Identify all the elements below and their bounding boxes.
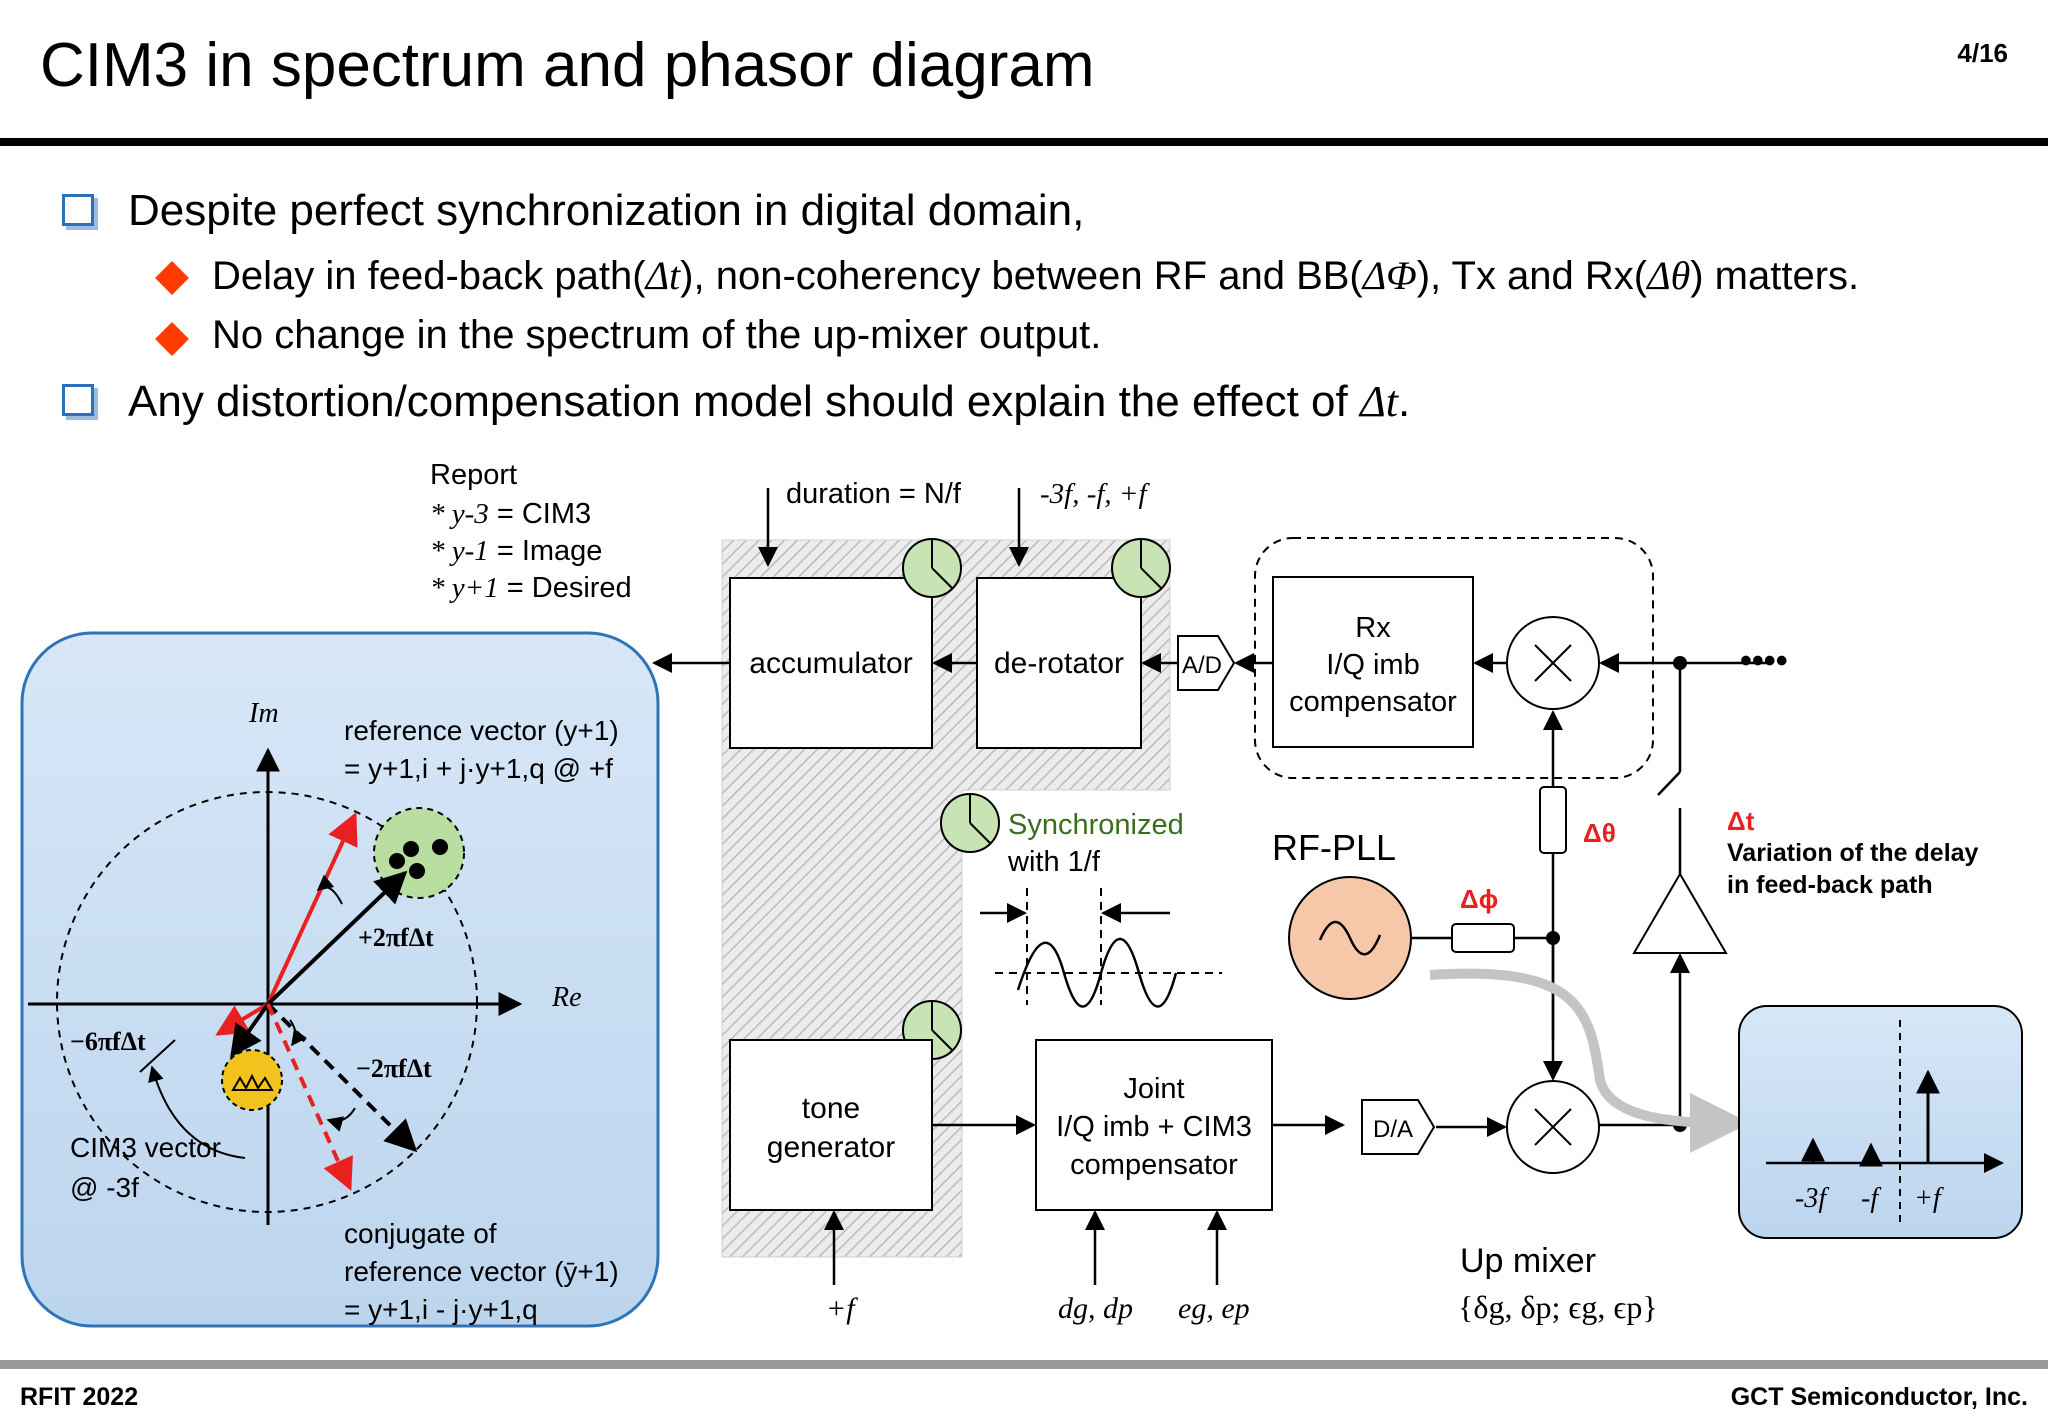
rx-label-2: I/Q imb — [1326, 649, 1419, 681]
re-label: Re — [551, 982, 582, 1013]
clock-icon — [902, 538, 962, 598]
conjugate-vector — [266, 1002, 418, 1153]
tone-generator-block — [729, 1039, 933, 1211]
joint-label: Joint — [1123, 1073, 1184, 1105]
conjugate-vector-label: reference vector (ȳ+1) — [344, 1256, 619, 1287]
im-label: Im — [248, 698, 279, 729]
upmixer-params: {δg, δp; ϵg, ϵp} — [1458, 1289, 1658, 1325]
cim3-cluster — [221, 1049, 283, 1111]
ad-converter — [1177, 635, 1236, 691]
angle-arc-neg — [326, 1107, 356, 1132]
svg-text:* y+1 = Desired: * y+1 = Desired — [430, 572, 632, 604]
header-divider — [0, 138, 2048, 146]
footer-company: GCT Semiconductor, Inc. — [1730, 1383, 2028, 1411]
spectrum-label-mf: -f — [1861, 1183, 1881, 1214]
conjugate-label: conjugate of — [344, 1218, 497, 1249]
bullet-1b: No change in the spectrum of the up-mixe… — [212, 313, 1102, 357]
eg-ep-label: eg, ep — [1178, 1292, 1250, 1325]
accumulator-label: accumulator — [749, 647, 912, 680]
angle-pos-label: +2πfΔt — [358, 923, 434, 952]
sync-waveform — [980, 888, 1222, 1008]
delay-element-theta — [1539, 786, 1567, 854]
square-bullet-icon — [62, 384, 94, 416]
bullet-1a: Delay in feed-back path(Δt), non-coheren… — [212, 253, 1860, 298]
angle-tick — [139, 1039, 176, 1073]
svg-text:* y-1 = Image: * y-1 = Image — [430, 535, 602, 567]
desired-cluster — [373, 807, 465, 899]
angle-neg6-label: −6πfΔt — [70, 1027, 146, 1056]
delay-element-phi — [1451, 923, 1515, 953]
bullet-2: Any distortion/compensation model should… — [128, 377, 1411, 426]
spectrum-panel: -3f -f +f — [1738, 1005, 2023, 1239]
svg-text:* y-3 = CIM3: * y-3 = CIM3 — [430, 498, 591, 530]
delay-variation-label: Variation of the delay — [1727, 839, 1979, 867]
joint-label-2: I/Q imb + CIM3 — [1056, 1111, 1252, 1143]
reference-vector — [266, 870, 408, 1006]
rx-mixer — [1506, 616, 1600, 710]
reference-vector-label: reference vector (y+1) — [344, 715, 619, 746]
rf-pll-oscillator — [1288, 876, 1412, 1000]
sync-label-2: with 1/f — [1007, 846, 1101, 878]
report-legend: Report * y-3 = CIM3 * y-1 = Image * y+1 … — [430, 459, 632, 604]
square-bullet-icon — [62, 194, 94, 226]
bullet-1: Despite perfect synchronization in digit… — [128, 186, 1085, 235]
phasor-diagram: Im Re +2πfΔt −2πfΔt −6πfΔt reference vec… — [20, 631, 660, 1328]
joint-compensator-block — [1035, 1039, 1273, 1211]
footer-conference: RFIT 2022 — [20, 1383, 139, 1411]
sync-label: Synchronized — [1008, 809, 1184, 841]
ad-label: A/D — [1182, 652, 1222, 679]
feedback-switch — [1657, 771, 1681, 796]
spectrum-label-pf: +f — [1914, 1183, 1944, 1214]
rx-group — [1254, 537, 1654, 779]
feedback-amplifier — [1632, 872, 1728, 954]
page-title: CIM3 in spectrum and phasor diagram — [40, 31, 1095, 100]
up-mixer — [1506, 1080, 1600, 1174]
cim3-vector — [230, 1002, 270, 1058]
continuation-dots: •••• — [1740, 642, 1788, 680]
clock-icon — [1111, 538, 1171, 598]
footer-divider — [0, 1360, 2048, 1369]
page-number: 4/16 — [1957, 38, 2008, 68]
rotated-conjugate-vector — [266, 1003, 353, 1191]
delta-theta-label: Δθ — [1583, 818, 1616, 848]
clock-icon — [940, 793, 1000, 853]
rx-label: Rx — [1355, 612, 1391, 644]
rotated-cim3-vector — [215, 1002, 270, 1036]
rfpll-label: RF-PLL — [1272, 827, 1396, 868]
cim3-vector-freq: @ -3f — [70, 1172, 139, 1203]
phasor-panel — [20, 631, 660, 1328]
angle-neg-label: −2πfΔt — [356, 1054, 432, 1083]
tone-label: tone — [802, 1092, 860, 1125]
signal-path-indicator — [1429, 968, 1750, 1153]
angle-arc-neg6 — [148, 1065, 246, 1159]
rotated-reference-vector — [266, 812, 358, 1005]
delta-phi-label: Δϕ — [1460, 884, 1498, 914]
rx-iq-compensator — [1272, 576, 1474, 748]
conjugate-vector-eq: = y+1,i - j·y+1,q — [344, 1294, 538, 1325]
rx-label-3: compensator — [1289, 686, 1457, 718]
plus-f-label: +f — [826, 1292, 858, 1325]
report-title: Report — [430, 459, 517, 491]
dg-dp-label: dg, dp — [1058, 1292, 1133, 1325]
da-converter — [1361, 1099, 1436, 1155]
reference-vector-eq: = y+1,i + j·y+1,q @ +f — [344, 753, 613, 784]
derotator-label: de-rotator — [994, 647, 1124, 680]
duration-label: duration = N/f — [786, 478, 962, 510]
delay-variation-label-2: in feed-back path — [1727, 871, 1933, 899]
joint-label-3: compensator — [1070, 1149, 1238, 1181]
da-label: D/A — [1373, 1116, 1413, 1143]
freqs-label: -3f, -f, +f — [1040, 478, 1150, 510]
tone-label-2: generator — [767, 1131, 895, 1164]
angle-arc-pos — [316, 874, 343, 905]
upmixer-label: Up mixer — [1460, 1242, 1596, 1280]
accumulator-block — [729, 577, 933, 749]
spectrum-label-m3f: -3f — [1795, 1183, 1829, 1214]
cim3-vector-label: CIM3 vector — [70, 1132, 221, 1163]
delta-t-label: Δt — [1727, 806, 1755, 836]
